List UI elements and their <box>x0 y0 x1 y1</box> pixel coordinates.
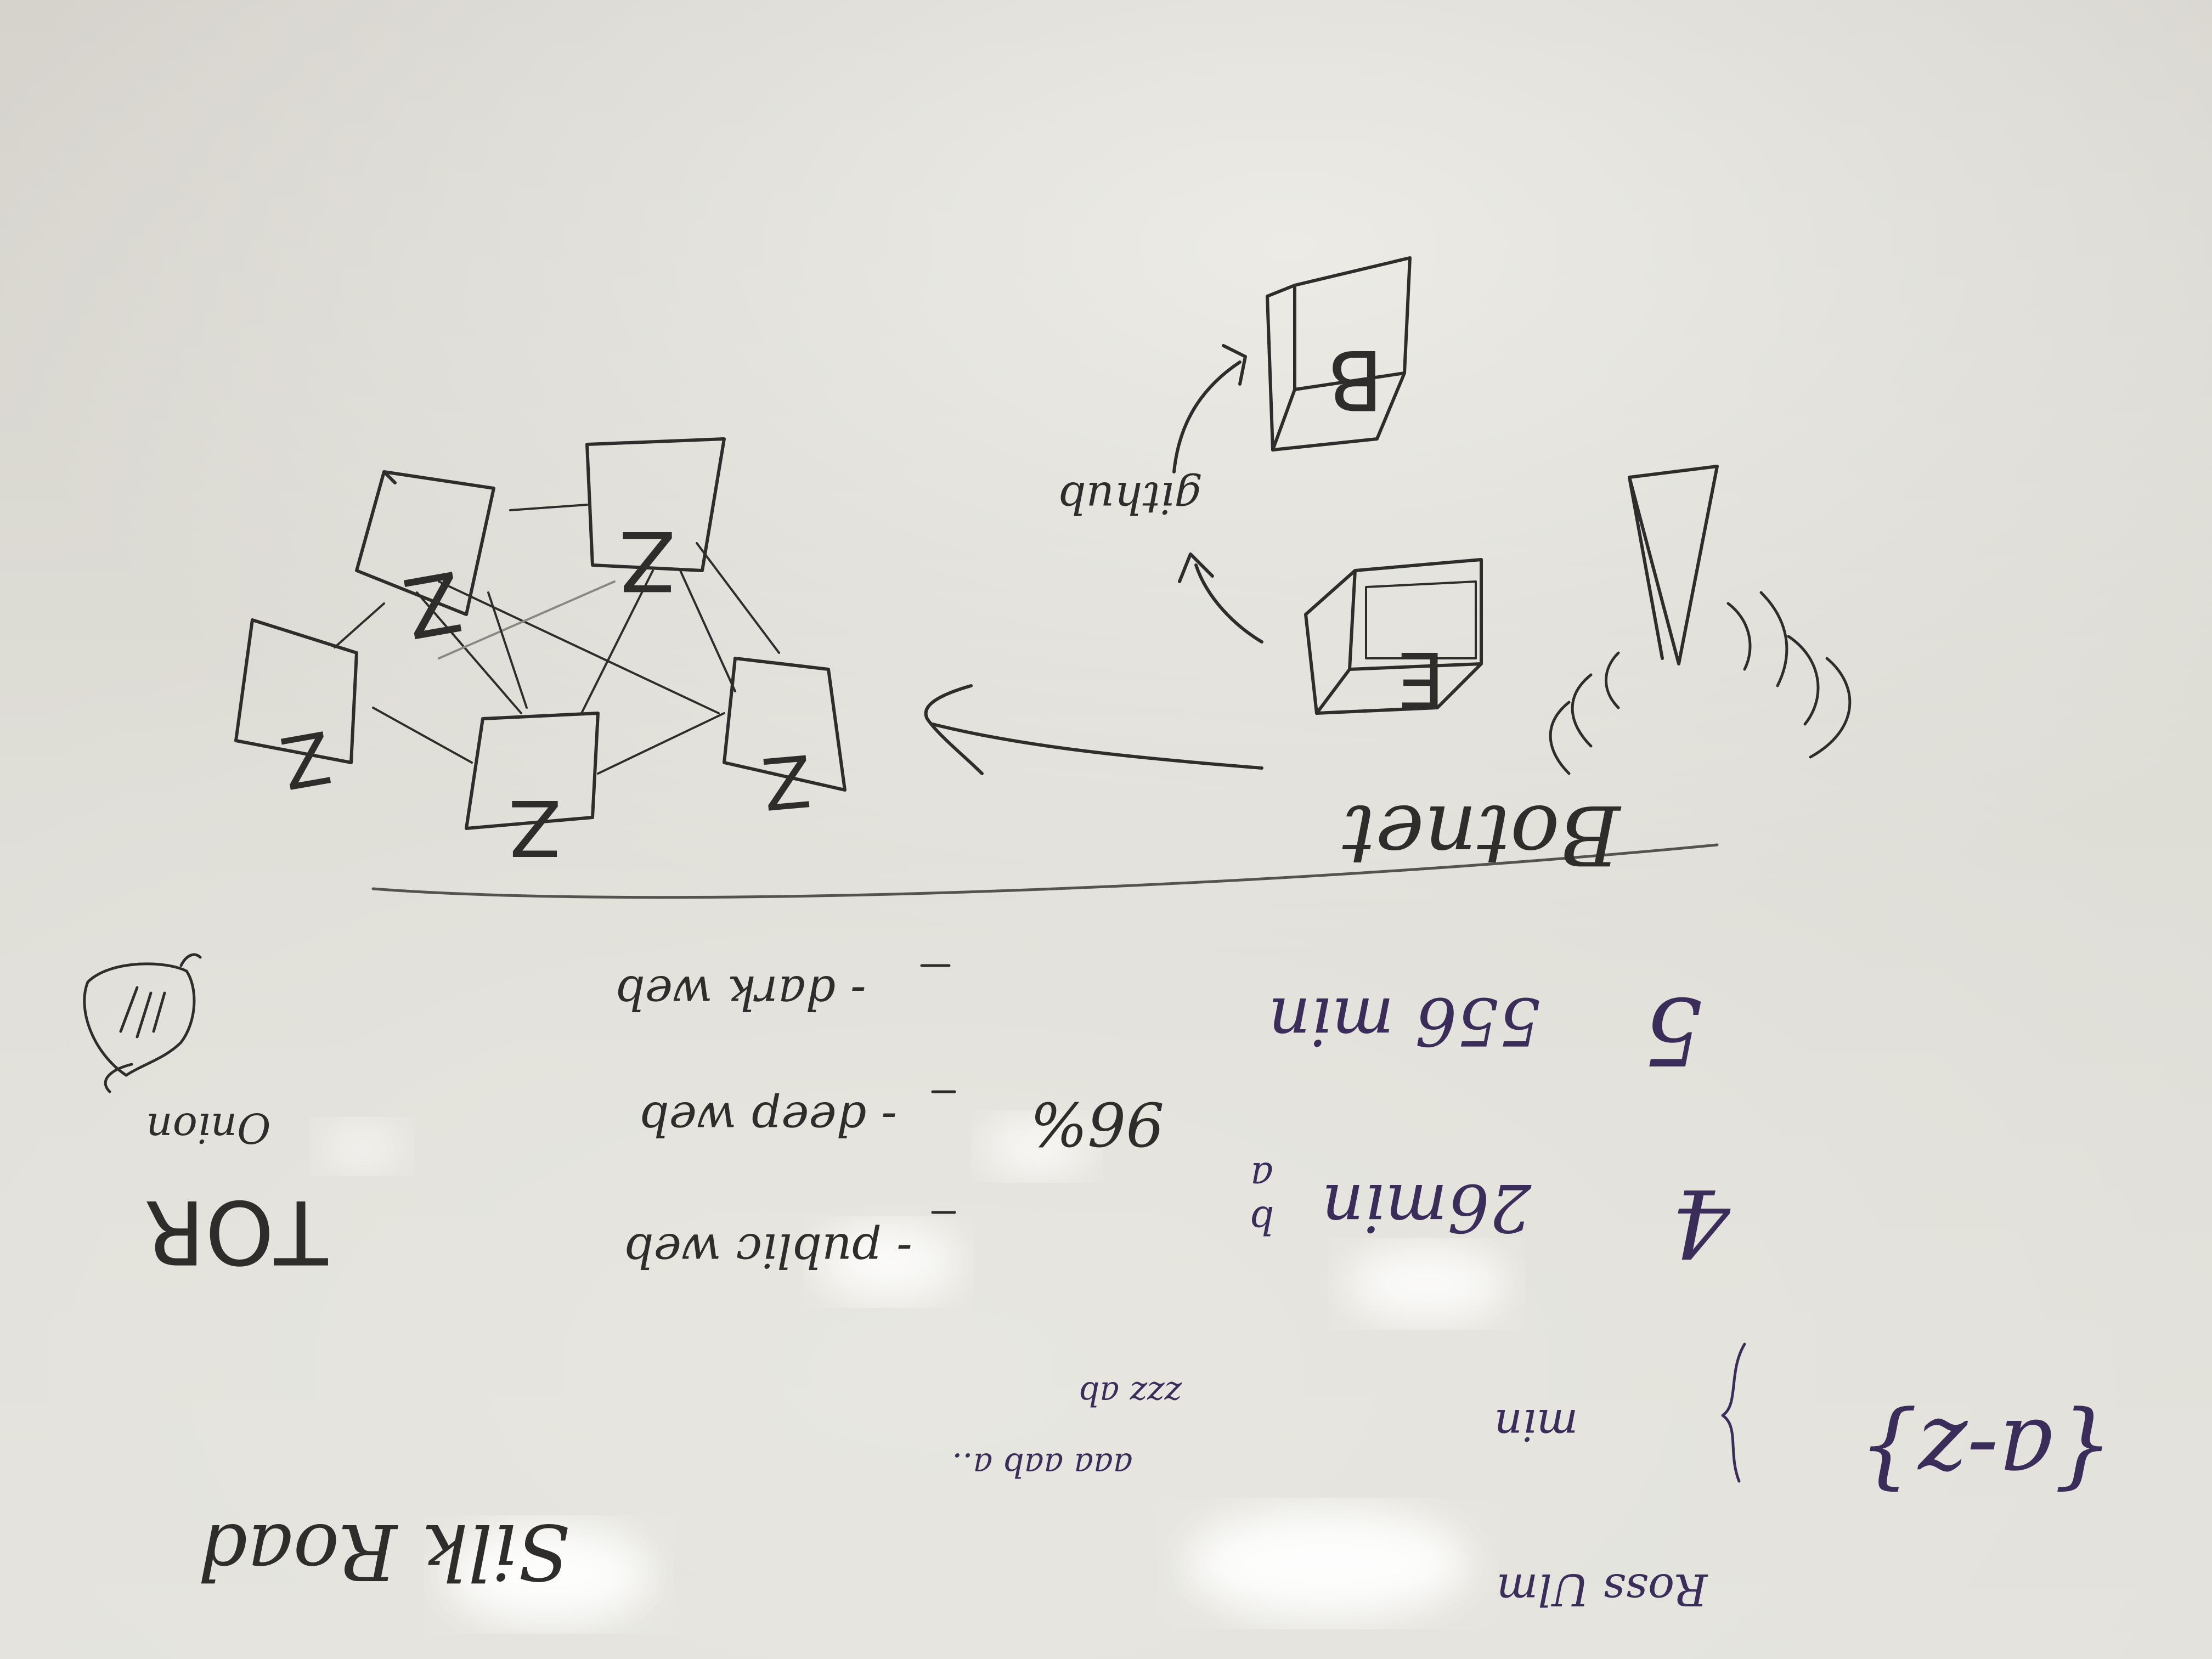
item-4-group: 4 <box>1671 1168 1731 1277</box>
silk-road-label: Silk Road <box>198 1506 570 1596</box>
web-layer-2-group: - deep web <box>639 1091 897 1146</box>
regex-group: {a-z} <box>1859 1398 2114 1507</box>
item-a-group: a <box>1250 1154 1273 1199</box>
regex-note: min <box>1494 1400 1578 1451</box>
node-glyph: Z <box>509 782 561 872</box>
regex-label: {a-z} <box>1859 1398 2114 1507</box>
light-reflections <box>318 1116 1509 1624</box>
radio-waves <box>1549 591 1852 775</box>
tor-group: TOR <box>144 1181 329 1283</box>
percent-group: 96% <box>1030 1088 1165 1159</box>
node-glyph: Z <box>275 714 337 805</box>
duration-556: 556 min <box>1268 983 1541 1059</box>
server-to-attacker-arrow <box>1172 344 1247 473</box>
node-glyph-1-group: Z <box>397 552 469 656</box>
botnet-label: Botnet <box>1342 787 1622 882</box>
antenna-tower <box>1628 465 1719 665</box>
item-number: 4 <box>1671 1168 1731 1277</box>
zombie-node-bottom-center <box>465 712 600 830</box>
botnet-network-diagram <box>83 256 1852 1483</box>
label-b: b <box>1250 1198 1274 1243</box>
duration-26: 26min <box>1322 1169 1532 1245</box>
regex-sample-1-group: aaa aab a.. <box>952 1446 1132 1484</box>
node-glyph-4-group: Z <box>509 782 561 872</box>
onion-label: Onion <box>146 1104 270 1152</box>
node-glyph-2-group: Z <box>619 512 676 608</box>
dark-web-label: - dark web <box>615 965 866 1019</box>
percent-label: 96% <box>1030 1088 1165 1159</box>
botnet-label-group: Botnet <box>1342 787 1622 882</box>
deep-web-label: - deep web <box>639 1091 897 1146</box>
attacker-glyph-group: B <box>1327 331 1384 427</box>
controller-computer <box>1304 558 1483 715</box>
label-a: a <box>1250 1154 1273 1199</box>
node-glyph-3-group: Z <box>275 714 337 805</box>
zombie-node-left <box>234 618 358 764</box>
node-glyph-5-group: Z <box>759 738 815 825</box>
github-label: github <box>1058 472 1202 523</box>
silk-road-group: Silk Road <box>198 1506 570 1596</box>
bottom-note: Ross Ulm <box>1497 1564 1709 1615</box>
controller-glyph: E <box>1397 634 1445 724</box>
onion-icon <box>83 953 202 1093</box>
section-divider <box>371 843 1719 899</box>
regex-note-group: min <box>1494 1400 1578 1451</box>
zombie-node-top-center <box>585 437 726 572</box>
item-b-group: b <box>1250 1198 1274 1243</box>
item-number: 5 <box>1644 976 1703 1085</box>
server-label-group: github <box>1058 472 1202 523</box>
network-links <box>334 504 780 775</box>
regex-brace <box>1721 1342 1746 1483</box>
item-5-group: 5 <box>1644 976 1703 1085</box>
zombie-node-right <box>723 657 847 792</box>
regex-sample: zzz ab <box>1079 1374 1182 1413</box>
bottom-note-group: Ross Ulm <box>1497 1564 1709 1615</box>
controller-glyph-group: E <box>1397 634 1445 724</box>
web-layer-1-group: - public web <box>624 1223 912 1277</box>
web-layer-3-group: - dark web <box>615 965 866 1019</box>
item-4-text-group: 26min <box>1322 1169 1532 1245</box>
node-glyph: Z <box>759 738 815 825</box>
web-layer-dashes <box>920 964 956 1214</box>
public-web-label: - public web <box>624 1223 912 1277</box>
item-5-text-group: 556 min <box>1268 983 1541 1059</box>
regex-sample-2-group: zzz ab <box>1079 1374 1182 1413</box>
attacker-glyph: B <box>1327 331 1384 427</box>
tor-label: TOR <box>144 1181 329 1283</box>
node-glyph: Z <box>619 512 676 608</box>
onion-label-group: Onion <box>146 1104 270 1152</box>
attacker-computer <box>1266 256 1412 452</box>
node-glyph: Z <box>397 552 469 656</box>
regex-sample: aaa aab a.. <box>952 1446 1132 1484</box>
attack-arrow <box>924 684 1263 775</box>
zombie-node-top-left <box>355 470 495 616</box>
controller-to-server-arrow <box>1178 552 1263 644</box>
